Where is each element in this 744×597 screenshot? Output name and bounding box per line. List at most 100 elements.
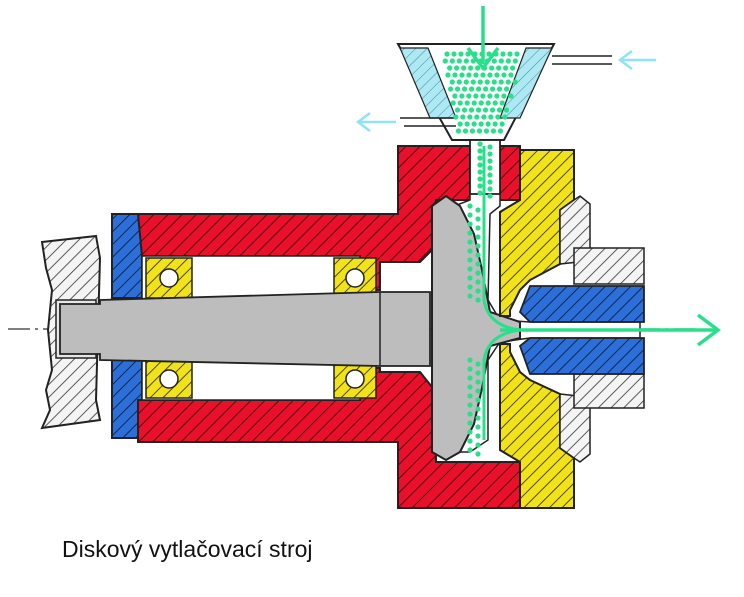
- granule: [487, 193, 493, 199]
- granule: [467, 357, 473, 363]
- disc-extruder-diagram: [8, 6, 721, 509]
- granule: [487, 93, 493, 99]
- granule: [501, 72, 507, 78]
- granule: [475, 86, 482, 92]
- granule: [478, 100, 484, 106]
- granule: [460, 114, 466, 120]
- granule: [467, 221, 473, 227]
- granule: [482, 86, 489, 92]
- granule: [485, 100, 491, 106]
- granule: [474, 114, 480, 120]
- granule: [467, 438, 473, 444]
- granule: [510, 65, 516, 71]
- granule: [505, 79, 511, 85]
- granule: [484, 79, 490, 85]
- granule: [467, 284, 473, 290]
- granule: [477, 162, 483, 168]
- granule: [467, 447, 473, 453]
- granule: [492, 100, 498, 106]
- granule: [477, 190, 483, 196]
- granule: [475, 370, 481, 376]
- granule: [475, 361, 481, 367]
- granule: [503, 107, 510, 113]
- granule: [467, 230, 473, 236]
- material-flow-path: [482, 146, 521, 332]
- granule: [481, 114, 487, 120]
- granule: [467, 375, 473, 381]
- granule: [452, 93, 458, 99]
- granule: [475, 216, 481, 222]
- granule: [475, 207, 481, 213]
- granule: [451, 51, 457, 57]
- granule: [462, 128, 469, 134]
- granule: [467, 402, 473, 408]
- granule: [486, 51, 492, 57]
- granule: [475, 279, 481, 285]
- granule: [464, 100, 470, 106]
- granule: [485, 121, 491, 127]
- nozzle-housing-upper: [573, 247, 645, 285]
- granule: [467, 420, 473, 426]
- granule: [463, 58, 469, 64]
- granule: [463, 79, 469, 85]
- granule: [489, 65, 495, 71]
- granule: [454, 65, 460, 71]
- granule: [475, 225, 481, 231]
- granule: [467, 384, 473, 390]
- granule: [487, 179, 493, 185]
- granule: [471, 121, 477, 127]
- granule: [467, 393, 473, 399]
- granule: [494, 72, 500, 78]
- granule: [467, 275, 473, 281]
- coolant-out-arrow-icon: [355, 112, 396, 132]
- granule: [477, 169, 483, 175]
- granule: [453, 114, 459, 120]
- granule: [468, 86, 475, 92]
- granule: [480, 93, 486, 99]
- granule: [483, 128, 490, 134]
- granule: [450, 100, 456, 106]
- granule: [498, 79, 504, 85]
- granule: [475, 297, 481, 303]
- granule: [475, 424, 481, 430]
- granule: [505, 58, 511, 64]
- granule: [495, 114, 501, 120]
- granule: [475, 379, 481, 385]
- granule: [473, 93, 479, 99]
- granule: [456, 79, 462, 85]
- nozzle-housing-lower: [573, 373, 645, 409]
- granule: [475, 388, 481, 394]
- granule: [467, 293, 473, 299]
- granule: [467, 266, 473, 272]
- granule: [449, 79, 455, 85]
- granule: [499, 100, 505, 106]
- shaft: [59, 291, 431, 367]
- granule: [512, 58, 518, 64]
- granule: [470, 79, 476, 85]
- nozzle-upper: [518, 285, 645, 323]
- granule: [488, 114, 494, 120]
- granule: [477, 79, 483, 85]
- granule: [502, 114, 508, 120]
- granule: [468, 65, 474, 71]
- bearing-left: [145, 257, 193, 399]
- granule: [467, 248, 473, 254]
- granule: [459, 93, 465, 99]
- granule: [475, 433, 481, 439]
- granule: [487, 186, 493, 192]
- granule: [467, 411, 473, 417]
- granule: [467, 114, 473, 120]
- granule: [467, 257, 473, 263]
- granule: [467, 203, 473, 209]
- granule: [487, 72, 493, 78]
- granule: [496, 86, 503, 92]
- granule: [490, 128, 497, 134]
- granule: [444, 51, 450, 57]
- granule: [461, 107, 468, 113]
- granule: [442, 58, 448, 64]
- granule: [480, 72, 486, 78]
- granule: [512, 79, 518, 85]
- granule: [454, 86, 461, 92]
- granule: [491, 58, 497, 64]
- granule: [475, 270, 481, 276]
